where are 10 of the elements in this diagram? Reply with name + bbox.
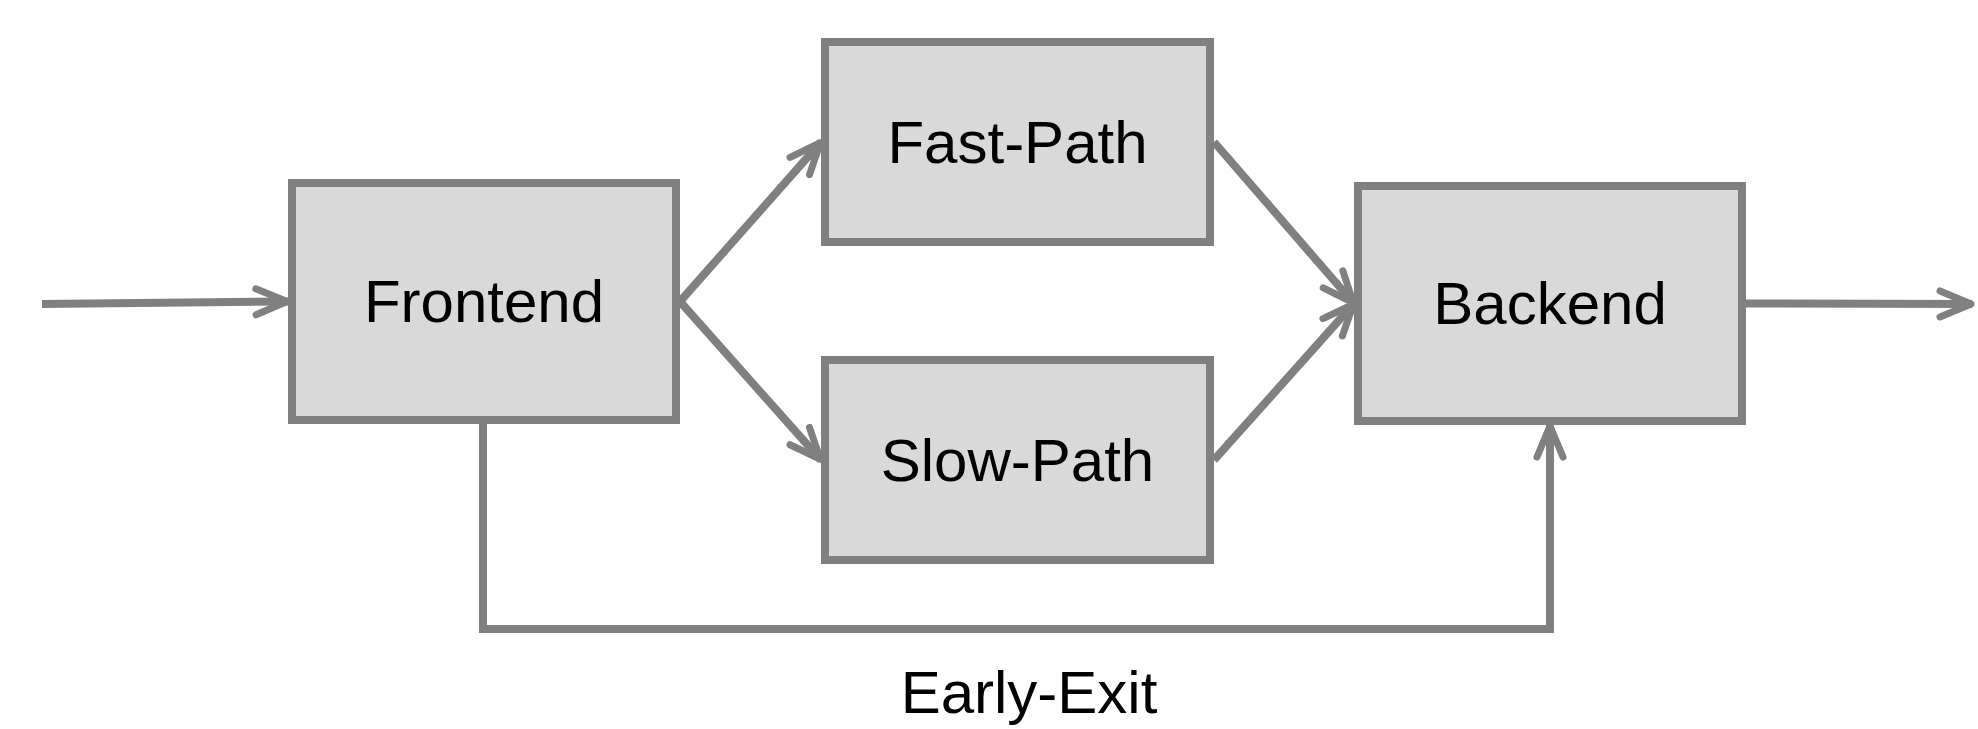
arrow xyxy=(479,422,1567,633)
box-label: Slow-Path xyxy=(880,425,1155,495)
process-box xyxy=(821,356,1214,564)
box-label: Fast-Path xyxy=(887,107,1148,177)
box-label: Frontend xyxy=(363,267,605,336)
box-label: Backend xyxy=(1433,269,1667,338)
process-box xyxy=(288,179,680,424)
process-box xyxy=(821,38,1214,246)
process-box xyxy=(1354,182,1746,425)
arrow xyxy=(1746,287,1975,321)
